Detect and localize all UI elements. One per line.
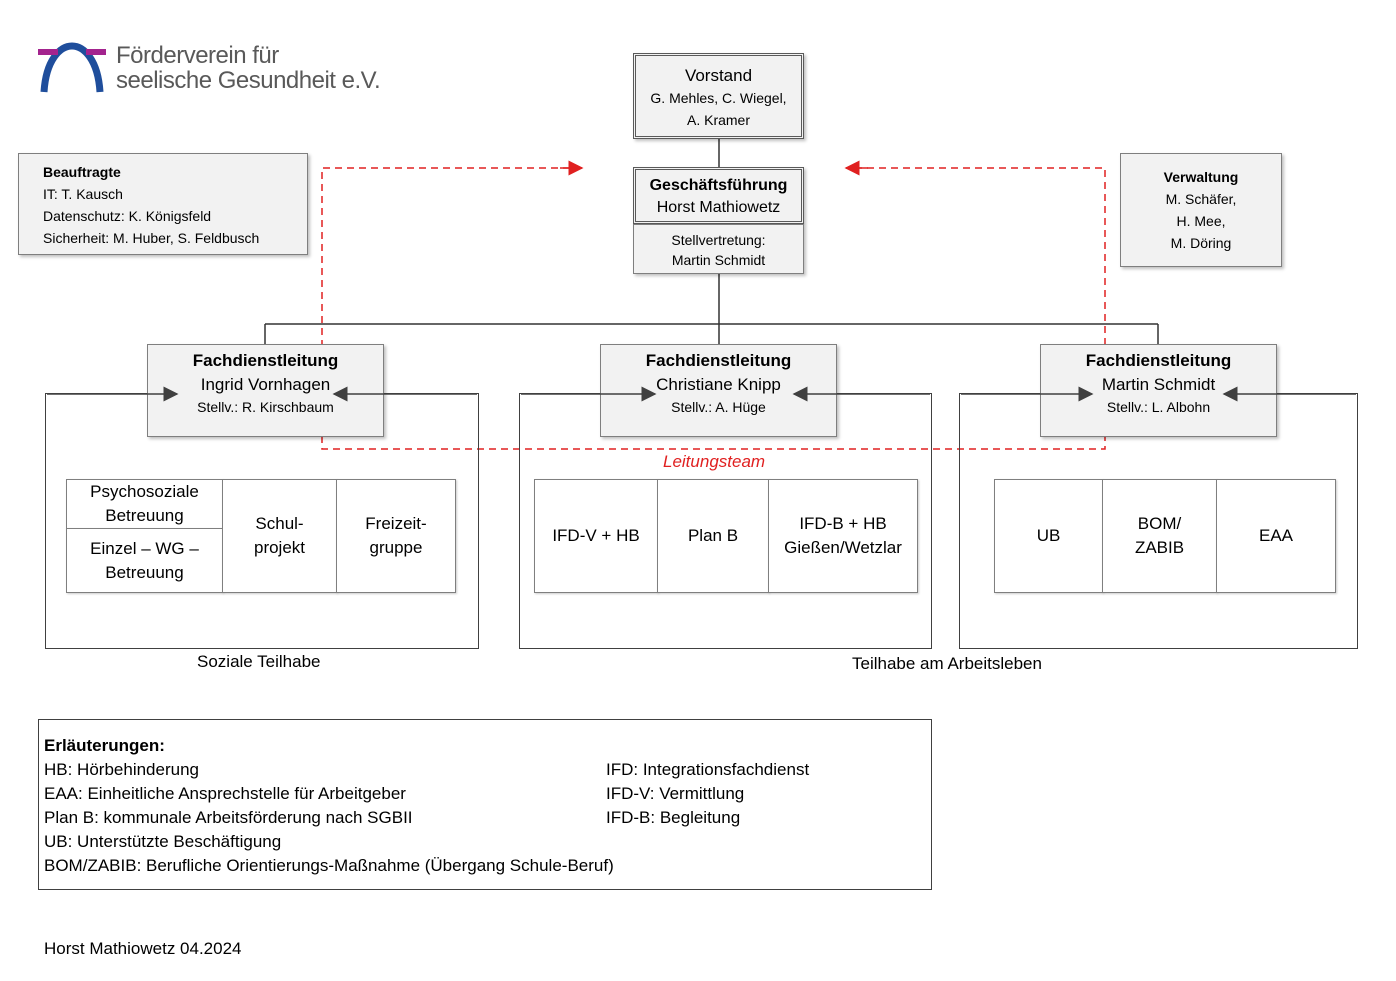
unit-ub-label: UB (1036, 526, 1061, 545)
footer-author-date: Horst Mathiowetz 04.2024 (44, 939, 242, 958)
fdl-left-deputy: Stellv.: R. Kirschbaum (197, 399, 334, 415)
verwaltung-line1: M. Schäfer, (1165, 191, 1237, 207)
fdl-right-name: Martin Schmidt (1101, 375, 1216, 394)
beauftragte-box: Beauftragte IT: T. Kausch Datenschutz: K… (18, 153, 308, 255)
vorstand-members-1: G. Mehles, C. Wiegel, (650, 90, 787, 106)
geschaeftsfuehrung-box: Geschäftsführung Horst Mathiowetz (633, 167, 804, 224)
unit-schulprojekt: Schul- projekt (222, 479, 337, 593)
fdl-right-deputy: Stellv.: L. Albohn (1106, 399, 1211, 415)
unit-einzel-wg: Einzel – WG – Betreuung (66, 528, 223, 593)
unit-einzel-2: Betreuung (105, 562, 184, 582)
unit-eaa-label: EAA (1258, 526, 1294, 545)
unit-ifdb-2: Gießen/Wetzlar (784, 538, 902, 557)
unit-freizeitgruppe: Freizeit- gruppe (336, 479, 456, 593)
gf-deputy-label: Stellvertretung: (671, 232, 766, 248)
legend-left-eaa: EAA: Einheitliche Ansprechstelle für Arb… (44, 784, 406, 803)
unit-frei-2: gruppe (369, 538, 423, 557)
unit-psycho-2: Betreuung (105, 506, 184, 525)
beauftragte-it: IT: T. Kausch (43, 186, 123, 202)
fdl-mid-name: Christiane Knipp (656, 375, 781, 394)
leitungsteam-label: Leitungsteam (663, 452, 766, 471)
fdl-right-title: Fachdienstleitung (1085, 351, 1232, 370)
legend-right-ifdv: IFD-V: Vermittlung (606, 784, 745, 803)
unit-ifdb-1: IFD-B + HB (799, 514, 887, 533)
fdl-mid-title: Fachdienstleitung (645, 351, 792, 370)
verwaltung-title: Verwaltung (1163, 169, 1239, 185)
legend-left-ub: UB: Unterstützte Beschäftigung (44, 832, 282, 851)
unit-bom-zabib: BOM/ ZABIB (1102, 479, 1217, 593)
unit-ub: UB (994, 479, 1103, 593)
logo-line2: seelische Gesundheit e.V. (116, 67, 381, 94)
unit-eaa: EAA (1216, 479, 1336, 593)
verwaltung-line3: M. Döring (1170, 235, 1232, 251)
unit-einzel-1: Einzel – WG – (90, 538, 199, 558)
legend-left-hb: HB: Hörbehinderung (44, 760, 199, 779)
vorstand-box: Vorstand G. Mehles, C. Wiegel, A. Kramer (633, 53, 804, 139)
caption-soziale-teilhabe: Soziale Teilhabe (197, 652, 321, 671)
legend-left-planb: Plan B: kommunale Arbeitsförderung nach … (44, 808, 413, 827)
beauftragte-datenschutz: Datenschutz: K. Königsfeld (43, 208, 212, 224)
verwaltung-box: Verwaltung M. Schäfer, H. Mee, M. Döring (1120, 153, 1282, 267)
unit-psychosoziale: Psychosoziale Betreuung (66, 479, 223, 529)
vorstand-members-2: A. Kramer (686, 112, 750, 128)
unit-bom-1: BOM/ (1137, 514, 1182, 533)
logo: Förderverein für seelische Gesundheit e.… (36, 40, 396, 96)
unit-plan-b: Plan B (657, 479, 769, 593)
unit-bom-2: ZABIB (1134, 538, 1185, 557)
legend-title: Erläuterungen: (44, 736, 165, 755)
verwaltung-line2: H. Mee, (1176, 213, 1226, 229)
unit-ifdv-label: IFD-V + HB (552, 526, 640, 545)
gf-deputy-box: Stellvertretung: Martin Schmidt (633, 224, 804, 274)
fdl-left-name: Ingrid Vornhagen (200, 375, 331, 394)
caption-teilhabe-arbeitsleben: Teilhabe am Arbeitsleben (852, 654, 1042, 673)
logo-arch-icon (38, 42, 106, 93)
beauftragte-sicherheit: Sicherheit: M. Huber, S. Feldbusch (43, 230, 260, 246)
unit-planb-label: Plan B (687, 526, 739, 545)
beauftragte-title: Beauftragte (43, 164, 121, 180)
legend-right-ifd: IFD: Integrationsfachdienst (606, 760, 810, 779)
unit-schul-2: projekt (253, 538, 306, 557)
unit-ifdv-hb: IFD-V + HB (534, 479, 658, 593)
unit-ifdb-hb: IFD-B + HB Gießen/Wetzlar (768, 479, 918, 593)
legend-left-bom: BOM/ZABIB: Berufliche Orientierungs-Maßn… (44, 856, 614, 875)
unit-psycho-1: Psychosoziale (90, 482, 199, 501)
gf-name: Horst Mathiowetz (656, 199, 781, 216)
fdl-left-title: Fachdienstleitung (192, 351, 339, 370)
fdl-mid-deputy: Stellv.: A. Hüge (671, 399, 766, 415)
gf-deputy-name: Martin Schmidt (671, 252, 766, 268)
legend-box: Erläuterungen: HB: Hörbehinderung EAA: E… (38, 719, 932, 890)
unit-frei-1: Freizeit- (365, 514, 427, 533)
legend-right-ifdb: IFD-B: Begleitung (606, 808, 741, 827)
logo-line1: Förderverein für (116, 42, 279, 69)
unit-schul-1: Schul- (255, 514, 304, 533)
gf-title: Geschäftsführung (649, 177, 788, 194)
vorstand-title: Vorstand (684, 66, 753, 85)
